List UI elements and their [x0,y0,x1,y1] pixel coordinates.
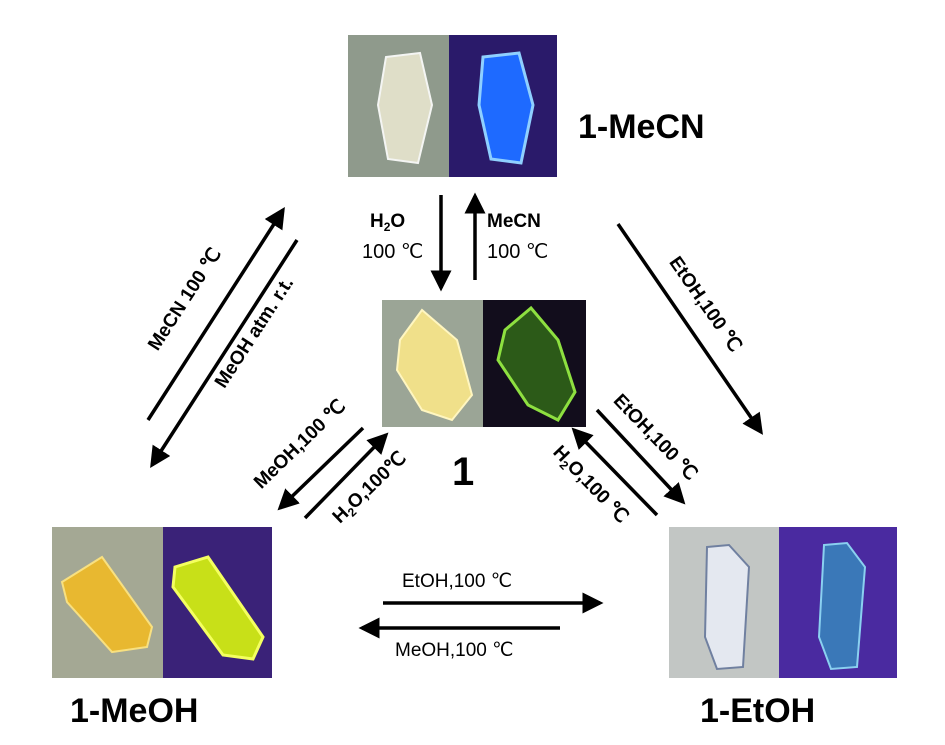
condition-etoh-to-meoh: MeOH,100 ℃ [395,640,514,661]
label-1: 1 [452,450,475,494]
condition-meoh-to-etoh: EtOH,100 ℃ [402,571,513,592]
mecn-crystal-uv-photo [449,35,557,177]
label-1-meoh: 1-MeOH [70,692,199,730]
etoh-crystal-daylight-photo [669,527,779,678]
arrow-1-to-meoh [277,426,365,511]
arrow-mecn-to-etoh [616,223,763,435]
arrow-etoh-to-1 [571,427,659,517]
condition-mecn-temp: 100 ℃ [487,241,549,263]
parent-crystal-daylight-photo [382,300,483,427]
condition-water-reagent: H2O [370,211,406,234]
label-1-etoh: 1-EtOH [700,692,816,730]
condition-mecn-reagent: MeCN [487,211,541,232]
arrow-meoh-to-1 [303,432,389,520]
meoh-crystal-uv-photo [163,527,272,678]
arrow-1-to-etoh [595,408,686,505]
etoh-crystal-uv-photo [779,527,897,678]
condition-water-temp: 100 ℃ [362,241,424,263]
meoh-crystal-daylight-photo [52,527,163,678]
arrow-meoh-to-mecn [146,207,285,421]
mecn-crystal-daylight-photo [348,35,449,177]
label-1-mecn: 1-MeCN [578,108,705,146]
parent-crystal-uv-photo [483,300,586,427]
arrow-mecn-to-meoh [150,239,299,468]
